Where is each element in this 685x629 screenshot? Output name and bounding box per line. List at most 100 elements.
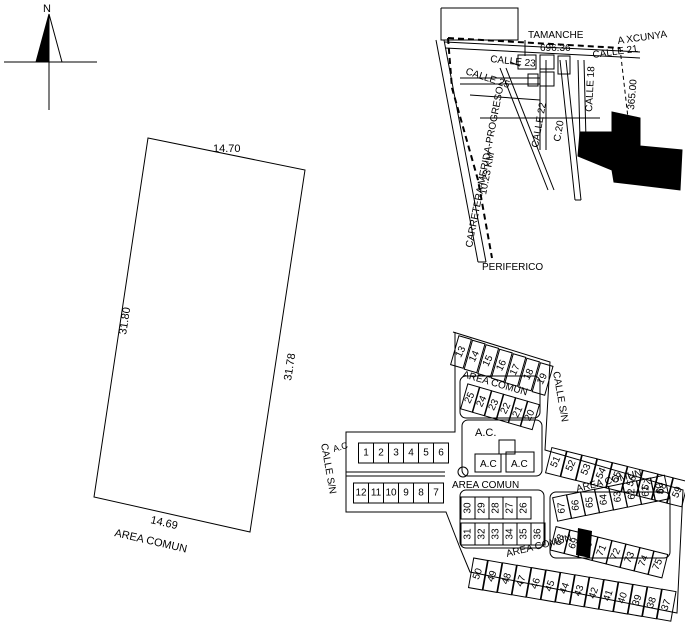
lot-top-dim: 14.70 xyxy=(213,143,241,155)
lot-51: 51 xyxy=(544,446,568,478)
lot-56: 56 xyxy=(620,465,644,497)
lot-50: 50 xyxy=(467,557,489,591)
lot-4: 4 xyxy=(403,442,419,464)
lot-number: 22 xyxy=(499,401,514,416)
lot-45: 45 xyxy=(540,569,561,603)
lot-64: 64 xyxy=(594,485,614,514)
lot-number: 26 xyxy=(519,502,530,514)
lot-54: 54 xyxy=(590,458,613,489)
lot-number: 63 xyxy=(612,491,623,503)
lot-67: 67 xyxy=(552,494,572,522)
lot-number: 73 xyxy=(623,550,638,565)
lot-number: 25 xyxy=(463,390,478,405)
lot-7: 7 xyxy=(428,482,444,504)
lot-number: 50 xyxy=(471,566,485,581)
lot-number: 21 xyxy=(511,404,526,419)
lot-number: 72 xyxy=(609,546,624,561)
label-c20: C.20 xyxy=(552,119,567,142)
lot-number: 37 xyxy=(659,598,673,613)
lot-40: 40 xyxy=(612,581,634,615)
lot-number: 68 xyxy=(553,532,568,547)
lot-29: 29 xyxy=(474,496,490,520)
lot-outline: 14.70 31.80 31.78 14.69 AREA COMUN xyxy=(93,137,306,556)
lot-number: 29 xyxy=(477,502,488,514)
lot-number: 38 xyxy=(645,595,659,610)
lot-47: 47 xyxy=(511,564,532,598)
lot-number: 15 xyxy=(481,353,496,368)
ac-big: A.C. xyxy=(475,427,496,439)
lot-number: 54 xyxy=(594,466,609,481)
label-calle-23: CALLE 23 xyxy=(490,54,537,70)
lot-6: 6 xyxy=(433,442,449,464)
lot-35: 35 xyxy=(516,522,532,546)
lot-66: 66 xyxy=(566,491,586,519)
lot-number: 52 xyxy=(564,458,579,473)
lot-36: 36 xyxy=(530,522,546,546)
lot-41: 41 xyxy=(598,579,619,613)
development-parcel xyxy=(577,111,683,191)
lot-number: 67 xyxy=(556,502,567,514)
lot-39: 39 xyxy=(627,583,648,617)
lot-number: 71 xyxy=(595,543,610,558)
label-calle-18: CALLE 18 xyxy=(584,66,597,113)
label-periferico: PERIFERICO xyxy=(482,262,543,273)
lot-number: 41 xyxy=(601,588,615,603)
lot-38: 38 xyxy=(641,586,663,620)
lot-10: 10 xyxy=(383,482,399,504)
lot-52: 52 xyxy=(560,450,583,481)
lot-32: 32 xyxy=(474,522,490,546)
lot-18: 18 xyxy=(517,357,541,392)
label-696: 696.36 xyxy=(540,43,571,54)
lot-number: 17 xyxy=(508,362,523,377)
lot-number: 13 xyxy=(454,344,469,359)
lot-number: 4 xyxy=(408,448,414,459)
location-map: TAMANCHE 696.36 A XCUNYA CALLE 21 CALLE … xyxy=(435,7,683,273)
lot-number: 48 xyxy=(500,571,514,586)
area-comun-2: AREA COMUN xyxy=(452,480,519,491)
lot-19: 19 xyxy=(531,362,554,396)
lot-27: 27 xyxy=(502,496,518,520)
lot-number: 65 xyxy=(584,496,595,508)
lot-bottom-caption: AREA COMUN xyxy=(113,527,188,555)
lot-number: 18 xyxy=(522,367,537,382)
lot-number: 30 xyxy=(463,502,474,514)
lot-number: 45 xyxy=(543,578,557,593)
lot-63: 63 xyxy=(608,483,628,511)
lot-74: 74 xyxy=(633,547,655,575)
lot-15: 15 xyxy=(477,344,500,378)
lot-37: 37 xyxy=(656,588,677,622)
lot-55: 55 xyxy=(605,462,628,493)
lot-number: 36 xyxy=(533,528,544,540)
ac-left: A.C xyxy=(332,440,350,454)
lot-11: 11 xyxy=(368,482,384,504)
lot-number: 31 xyxy=(463,528,474,540)
label-365: 365.00 xyxy=(626,78,640,110)
lot-right-dim: 31.78 xyxy=(282,352,298,381)
lot-31: 31 xyxy=(460,522,476,546)
lot-number: 51 xyxy=(549,454,564,469)
lot-number: 12 xyxy=(355,488,367,499)
lot-left-dim: 31.80 xyxy=(117,306,133,335)
lot-3: 3 xyxy=(388,442,404,464)
lot-number: 56 xyxy=(625,473,640,488)
north-arrow: N xyxy=(4,3,97,110)
lot-72: 72 xyxy=(605,540,627,568)
lot-42: 42 xyxy=(583,576,605,610)
lot-8: 8 xyxy=(413,482,429,504)
lot-number: 62 xyxy=(626,488,637,500)
lot-71: 71 xyxy=(591,536,613,565)
lot-number: 53 xyxy=(579,462,594,477)
lot-49: 49 xyxy=(482,559,503,593)
lot-number: 11 xyxy=(371,488,382,499)
label-a-xcunya: A XCUNYA xyxy=(617,29,668,47)
lot-number: 34 xyxy=(505,528,516,540)
lot-number: 59 xyxy=(670,485,685,500)
lot-26: 26 xyxy=(516,496,532,520)
lot-number: 47 xyxy=(514,574,528,589)
lot-number: 74 xyxy=(637,553,652,568)
lot-53: 53 xyxy=(575,454,598,485)
lot-number: 1 xyxy=(363,448,369,459)
ac-small-1: A.C xyxy=(480,459,497,470)
